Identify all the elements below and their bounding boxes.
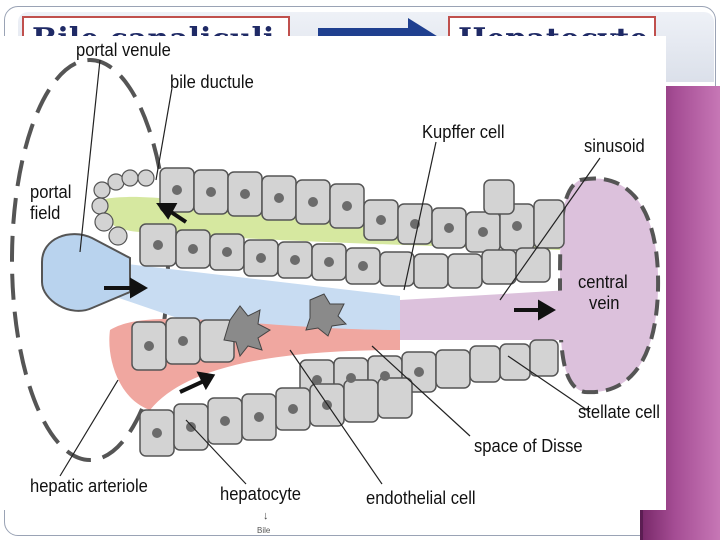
lower-hepatocyte-rows [131, 317, 559, 457]
bile-footnote: ↓ Bile [257, 510, 279, 540]
label-central-vein-line2: vein [589, 293, 620, 313]
diagram-drawing [10, 58, 661, 485]
label-portal-field: portal field [30, 182, 71, 224]
sinusoid-venous-part [400, 290, 570, 340]
label-hepatic-arteriole: hepatic arteriole [30, 476, 148, 496]
bile-down-arrow-icon: ↓ [263, 510, 269, 522]
label-portal-venule: portal venule [76, 40, 171, 60]
label-central-vein-line1: central [578, 272, 628, 292]
portal-venule-shape [41, 233, 131, 312]
central-vein-shape [558, 176, 661, 395]
leader-lines [59, 59, 601, 485]
label-stellate-cell: stellate cell [578, 402, 660, 422]
label-portal-field-line2: field [30, 203, 61, 223]
label-central-vein: central vein [578, 272, 628, 314]
bile-footnote-text: Bile [257, 526, 271, 535]
bile-ductule-cells [91, 169, 155, 246]
label-bile-ductule: bile ductule [170, 72, 254, 92]
label-portal-field-line1: portal [30, 182, 72, 202]
flow-arrows [104, 203, 556, 394]
kupffer-cells [223, 293, 348, 358]
liver-lobule-diagram: portal venule bile ductule portal field … [0, 36, 666, 510]
label-sinusoid: sinusoid [584, 136, 645, 156]
label-endothelial-cell: endothelial cell [366, 488, 476, 508]
label-hepatocyte: hepatocyte [220, 484, 302, 504]
label-space-of-disse: space of Disse [474, 436, 583, 456]
label-kupffer-cell: Kupffer cell [422, 122, 505, 142]
